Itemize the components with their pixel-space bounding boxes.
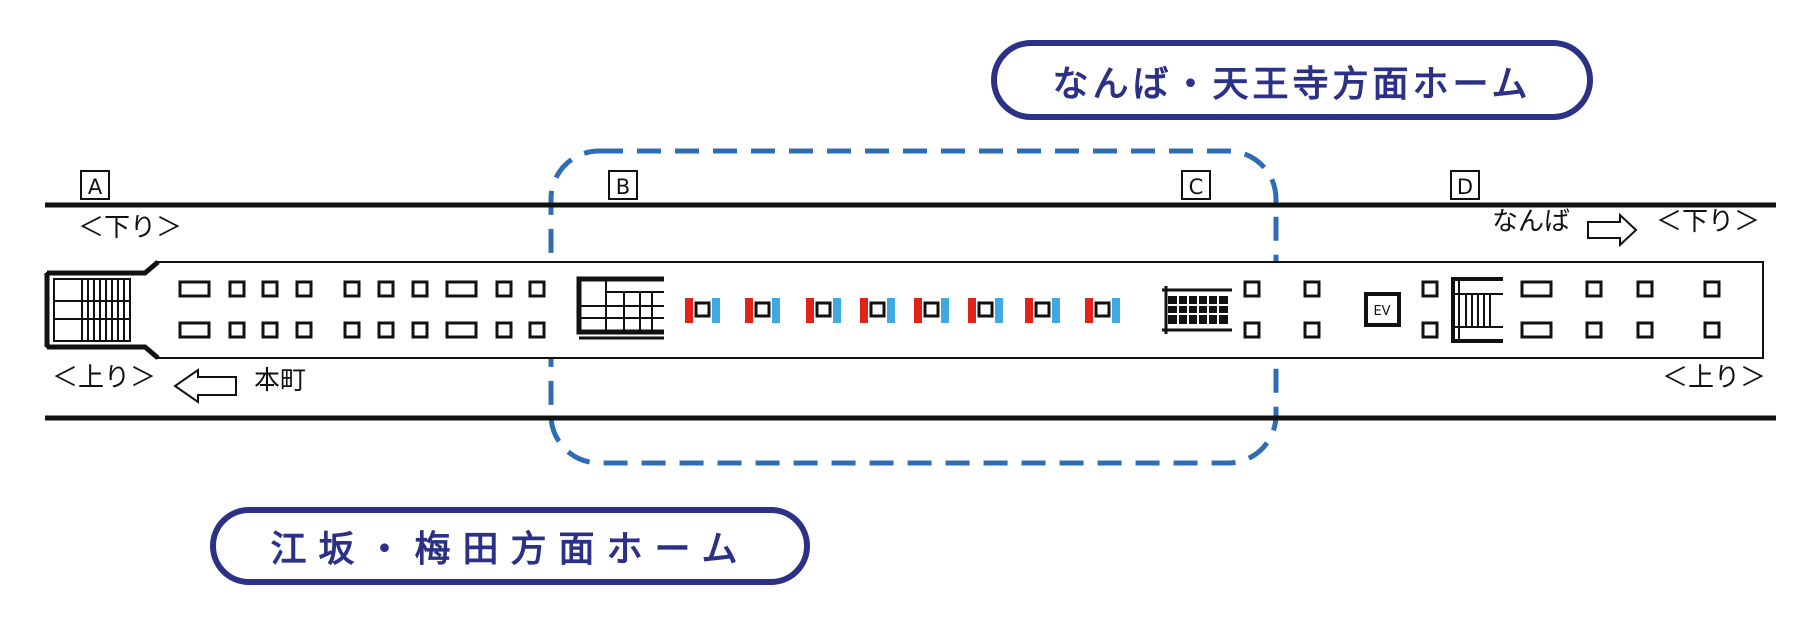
stairs-d-icon <box>1451 277 1503 343</box>
bench-icon <box>178 280 211 298</box>
ticket-gate-icon <box>685 298 720 323</box>
pillar-icon <box>528 321 546 339</box>
pillars-right <box>1243 280 1721 339</box>
car-marker-b: B <box>608 170 638 200</box>
header-pill-border <box>991 40 1593 120</box>
left-up-destination: 本町 <box>254 366 306 396</box>
pillar-icon <box>1421 321 1439 339</box>
pillar-icon <box>528 280 546 298</box>
left-up-label: ＜上り＞ <box>52 363 156 393</box>
ticket-gate-icon <box>968 298 1003 323</box>
ticket-gate-icon <box>745 298 780 323</box>
ticket-gate-icon <box>1085 298 1120 323</box>
elevator-icon: EV <box>1364 292 1401 327</box>
car-marker-label: C <box>1189 175 1204 199</box>
car-marker-c: C <box>1181 170 1211 200</box>
elevator-label: EV <box>1373 304 1390 319</box>
car-marker-label: D <box>1457 175 1473 199</box>
pillar-icon <box>411 280 429 298</box>
stairs-left-icon <box>53 278 131 342</box>
pillar-icon <box>343 321 361 339</box>
arrow-right-icon <box>1587 212 1638 248</box>
platform-end-left <box>44 260 160 360</box>
pillar-icon <box>1303 321 1321 339</box>
ticket-gate-icon <box>860 298 895 323</box>
car-marker-label: B <box>616 175 630 199</box>
car-marker-label: A <box>88 175 103 199</box>
footer-pill-text: 江坂・梅田方面ホーム <box>271 529 750 570</box>
bench-icon <box>1520 321 1553 339</box>
pillar-icon <box>228 321 246 339</box>
pillar-icon <box>228 280 246 298</box>
pillar-icon <box>495 280 513 298</box>
platform-outline <box>46 261 1764 359</box>
pillar-icon <box>1703 321 1721 339</box>
pillar-icon <box>1636 321 1654 339</box>
right-down-destination: なんば <box>1492 207 1570 237</box>
pillar-icon <box>295 280 313 298</box>
bench-icon <box>445 321 478 339</box>
ticket-gate-icon <box>1025 298 1060 323</box>
right-up-label: ＜上り＞ <box>1662 363 1766 393</box>
pillar-icon <box>1243 321 1261 339</box>
pillar-icon <box>1303 280 1321 298</box>
header-pill-text: なんば・天王寺方面ホーム <box>1053 64 1532 105</box>
pillars-left <box>178 280 546 339</box>
pillar-icon <box>261 321 279 339</box>
pillar-icon <box>377 280 395 298</box>
car-marker-a: A <box>80 170 110 200</box>
pillar-icon <box>1585 280 1603 298</box>
pillar-icon <box>1703 280 1721 298</box>
bench-icon <box>1520 280 1553 298</box>
pillar-icon <box>261 280 279 298</box>
stairs-c-icon <box>1162 286 1232 334</box>
pillar-icon <box>411 321 429 339</box>
ticket-gate-icon <box>806 298 841 323</box>
pillar-icon <box>495 321 513 339</box>
bench-icon <box>445 280 478 298</box>
arrow-left-icon <box>173 368 237 404</box>
pillar-icon <box>1421 280 1439 298</box>
left-down-label: ＜下り＞ <box>78 213 182 243</box>
right-down-label: ＜下り＞ <box>1656 207 1760 237</box>
pillar-icon <box>1243 280 1261 298</box>
header-pill: なんば・天王寺方面ホーム <box>991 40 1593 120</box>
bench-icon <box>178 321 211 339</box>
pillar-icon <box>1636 280 1654 298</box>
pillar-icon <box>1585 321 1603 339</box>
ticket-gates <box>685 298 1120 323</box>
footer-pill-border <box>210 507 810 585</box>
pillar-icon <box>295 321 313 339</box>
stairs-b-icon <box>576 276 664 340</box>
ticket-gate-icon <box>914 298 949 323</box>
pillar-icon <box>377 321 395 339</box>
footer-pill: 江坂・梅田方面ホーム <box>210 507 810 585</box>
car-marker-d: D <box>1450 170 1480 200</box>
pillar-icon <box>343 280 361 298</box>
